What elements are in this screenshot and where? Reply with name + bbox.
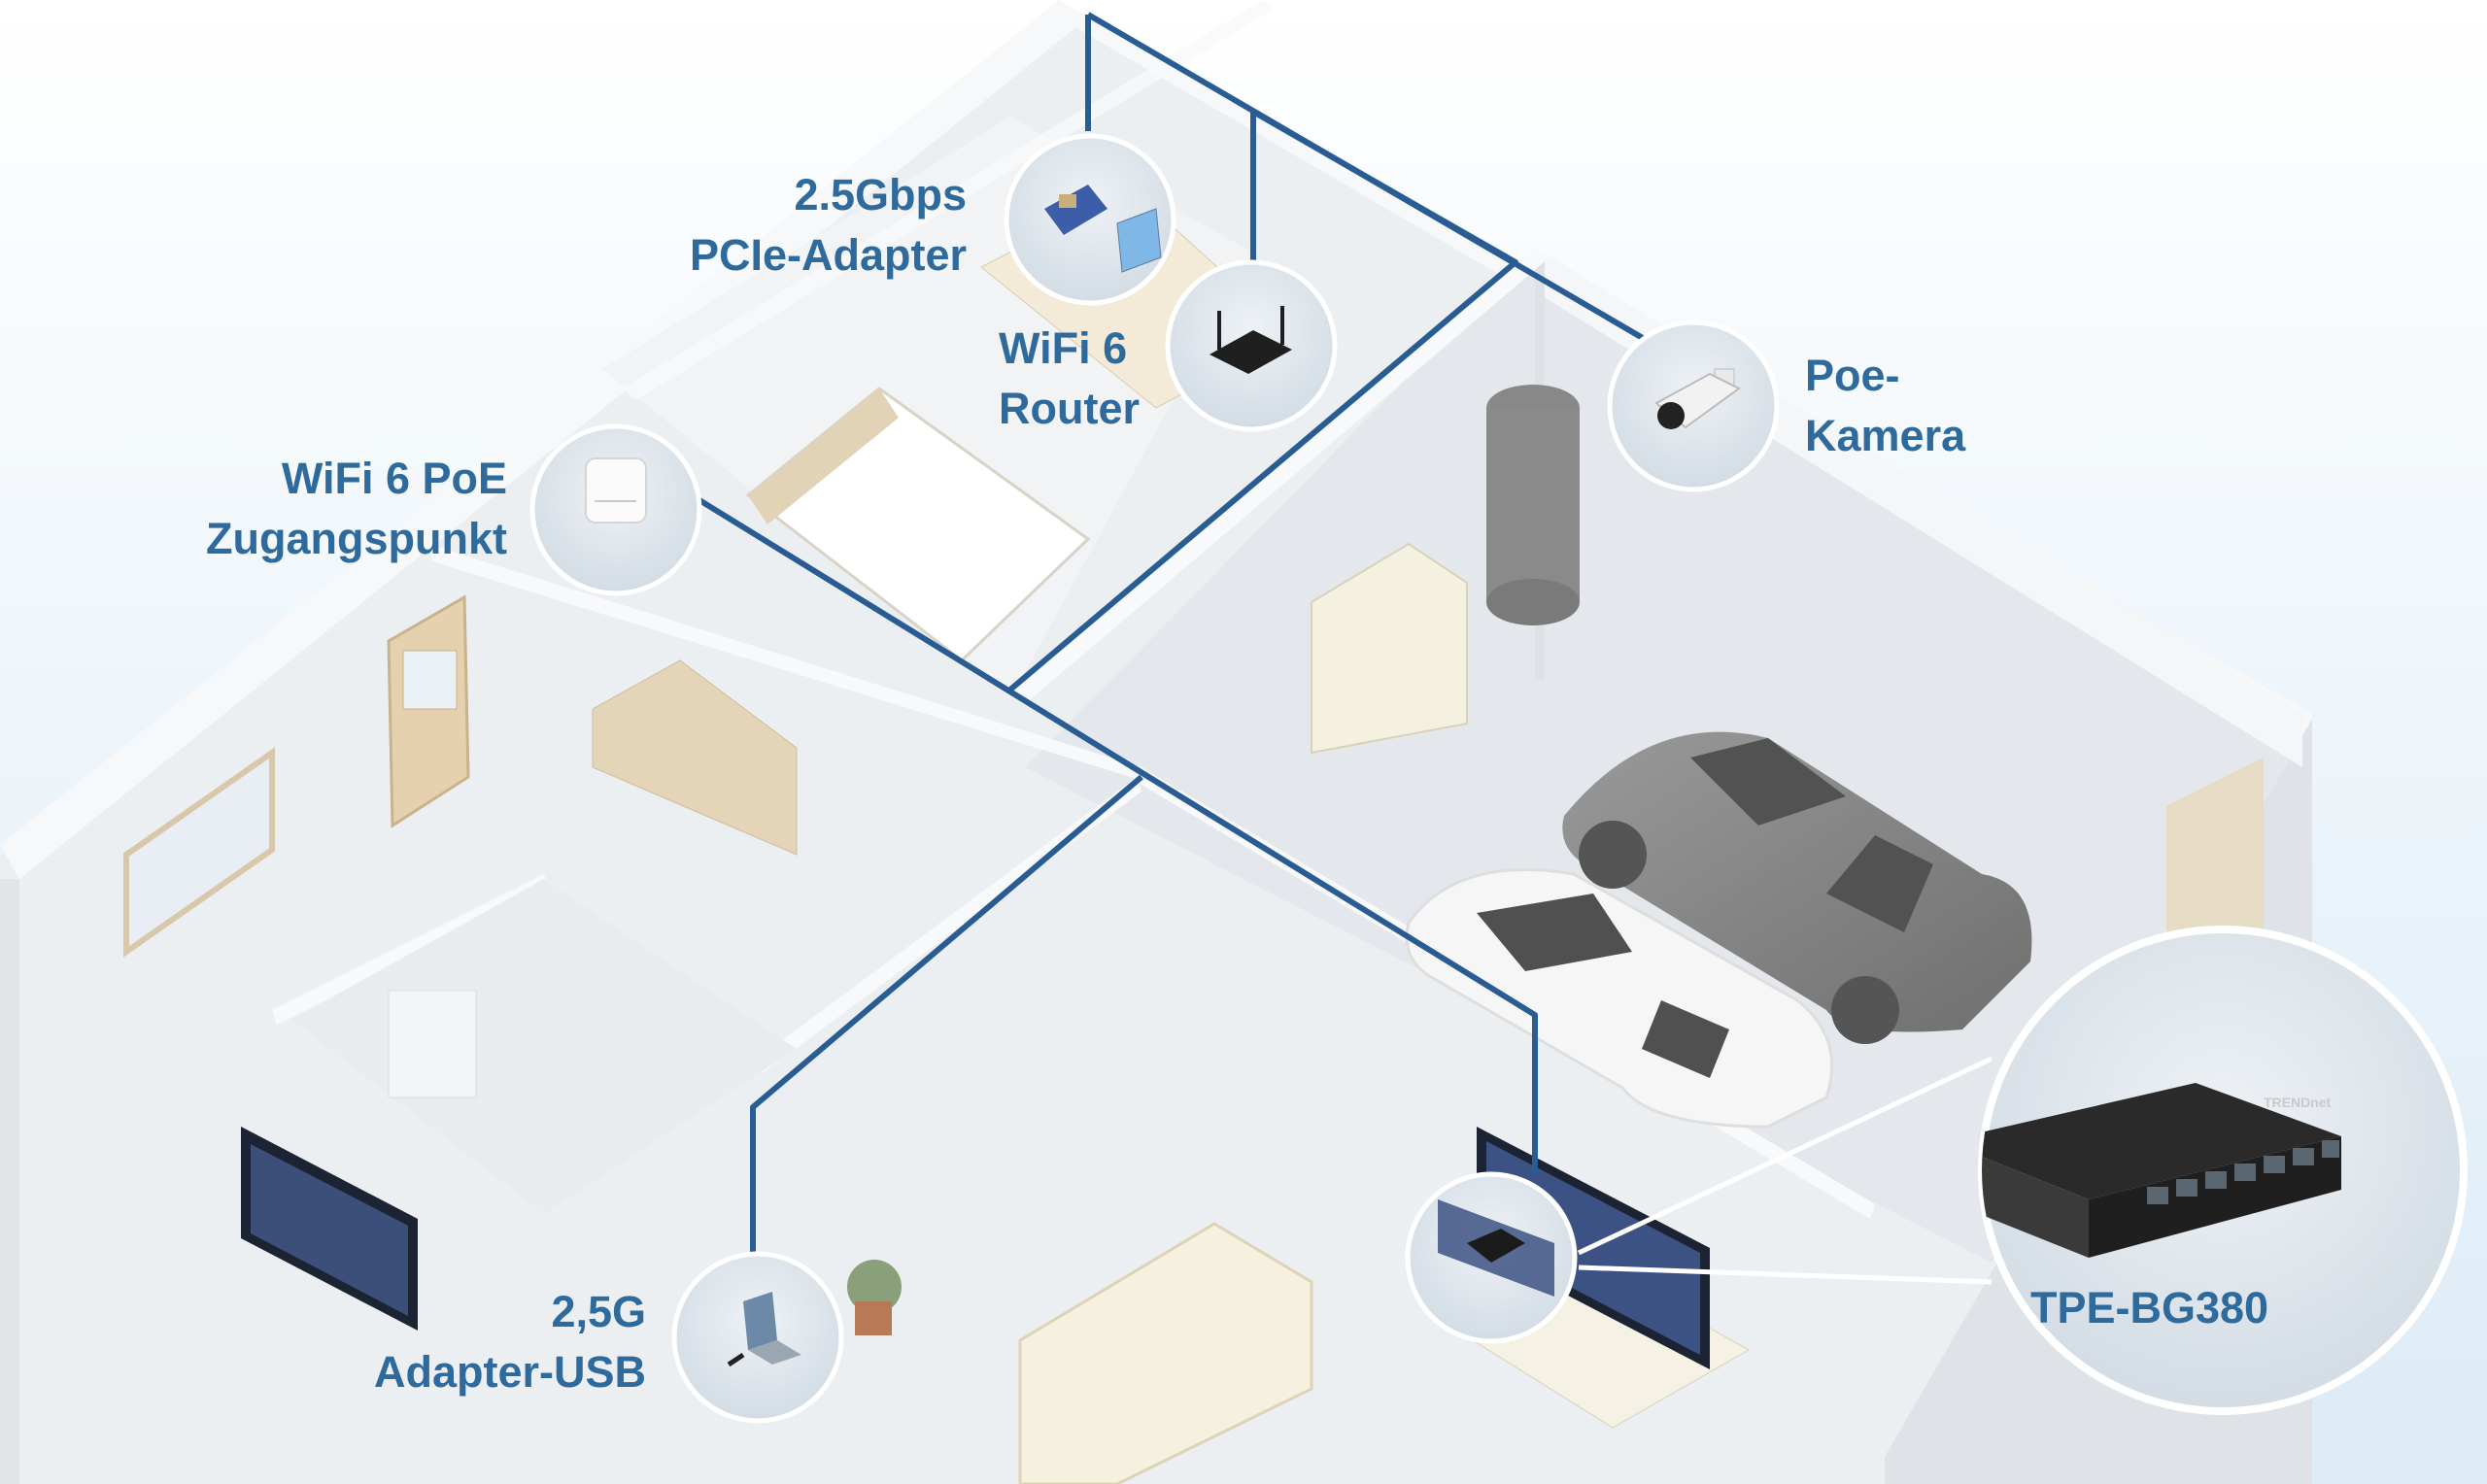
switch-icon: TRENDnet xyxy=(1982,1083,2341,1258)
cable-usb xyxy=(750,774,1143,1258)
switch-callout-lines xyxy=(1577,1056,1993,1285)
cars xyxy=(1405,731,2032,1129)
router-icon xyxy=(1209,306,1292,374)
device-circle-router xyxy=(1165,259,1338,432)
device-circle-tv-switch xyxy=(1405,1171,1578,1344)
label-usb-adapter: 2,5G Adapter-USB xyxy=(373,1287,646,1397)
network-cables xyxy=(698,12,1673,1258)
device-circle-pcie xyxy=(1004,133,1176,306)
device-circle-switch: TRENDnet xyxy=(1978,926,2468,1415)
device-circle-usb xyxy=(671,1251,844,1424)
label-wifi6-router: WiFi 6 Router xyxy=(999,323,1140,433)
label-wifi6-poe-access-point: WiFi 6 PoE Zugangspunkt xyxy=(206,454,507,563)
device-circle-camera xyxy=(1607,320,1780,492)
cable-ap xyxy=(698,497,1538,1175)
switch-brand-text: TRENDnet xyxy=(2264,1095,2332,1110)
access-point-icon xyxy=(585,457,647,523)
pcie-card-icon xyxy=(1044,185,1162,273)
label-switch-model: TPE-BG380 xyxy=(2030,1283,2269,1332)
camera-icon xyxy=(1654,368,1741,429)
smart-tv-left xyxy=(241,1127,418,1331)
usb-adapter-laptop-icon xyxy=(727,1292,801,1367)
cable-garage-camera xyxy=(1008,109,1518,692)
label-poe-camera: Poe- Kamera xyxy=(1805,351,1966,460)
device-circle-ap xyxy=(529,423,702,596)
label-pcie-adapter: 2.5Gbps PCIe-Adapter xyxy=(689,170,967,280)
